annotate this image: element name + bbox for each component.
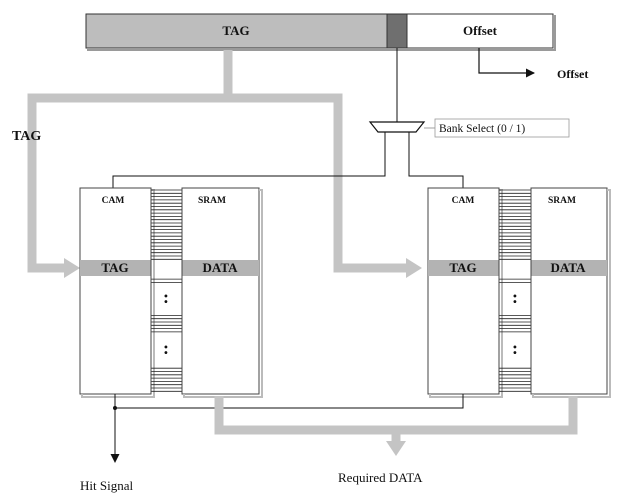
tag-side-label: TAG	[12, 129, 41, 144]
bank-0-data-row-label: DATA	[203, 260, 239, 275]
bank-0-tag-row	[80, 260, 151, 276]
tag-field	[85, 13, 388, 49]
data-bus-arrowhead	[386, 441, 406, 456]
select-wires	[112, 132, 464, 188]
bank-0-dots-lower: :	[163, 338, 169, 358]
bank-0-cam	[79, 187, 152, 395]
bank-select-mux	[368, 121, 426, 133]
bank-1-cam	[427, 187, 500, 395]
tag-bus	[27, 50, 408, 273]
bank-select-label: Bank Select (0 / 1)	[439, 123, 525, 135]
hit-junction	[113, 406, 117, 410]
bank-1-cam-label: CAM	[452, 196, 475, 206]
tag-bus-arrowhead-right	[406, 258, 422, 278]
offset-field	[406, 13, 554, 49]
bank-0-tag-row-label: TAG	[101, 260, 128, 275]
bank-1-tag-row-label: TAG	[449, 260, 476, 275]
bank-1-wordlines	[498, 188, 532, 394]
offset-arrow	[478, 48, 535, 78]
bank-0-dots-upper: :	[163, 287, 169, 307]
address-tag-label: TAG	[222, 23, 249, 38]
bank-1-sram-label: SRAM	[548, 196, 576, 206]
bank-0-wordlines	[150, 188, 183, 394]
hit-signal-label: Hit Signal	[80, 478, 133, 493]
bank-select-box	[434, 118, 570, 138]
bank-0-sram	[181, 187, 260, 395]
bank-1-dots-upper: :	[512, 287, 518, 307]
bank-1-tag-row	[428, 260, 499, 276]
required-data-label: Required DATA	[338, 470, 423, 485]
offset-output-label: Offset	[557, 67, 588, 81]
tag-bus-arrowhead-left	[64, 258, 80, 278]
bank-1-dots-lower: :	[512, 338, 518, 358]
bank-1-data-row-label: DATA	[551, 260, 587, 275]
bank-select-bit	[386, 13, 408, 49]
bank-1: CAM SRAM TAG DATA : :	[427, 187, 611, 398]
bank-0: CAM SRAM TAG DATA : :	[79, 187, 263, 398]
bank-1-data-row	[531, 260, 607, 276]
bank-0-cam-label: CAM	[102, 196, 125, 206]
address-register: TAG Offset	[85, 13, 556, 51]
bank-1-sram	[530, 187, 608, 395]
hit-wires	[110, 394, 464, 463]
address-offset-label: Offset	[463, 23, 498, 38]
bank-0-data-row	[182, 260, 259, 276]
bank-0-sram-label: SRAM	[198, 196, 226, 206]
data-bus	[214, 396, 578, 435]
